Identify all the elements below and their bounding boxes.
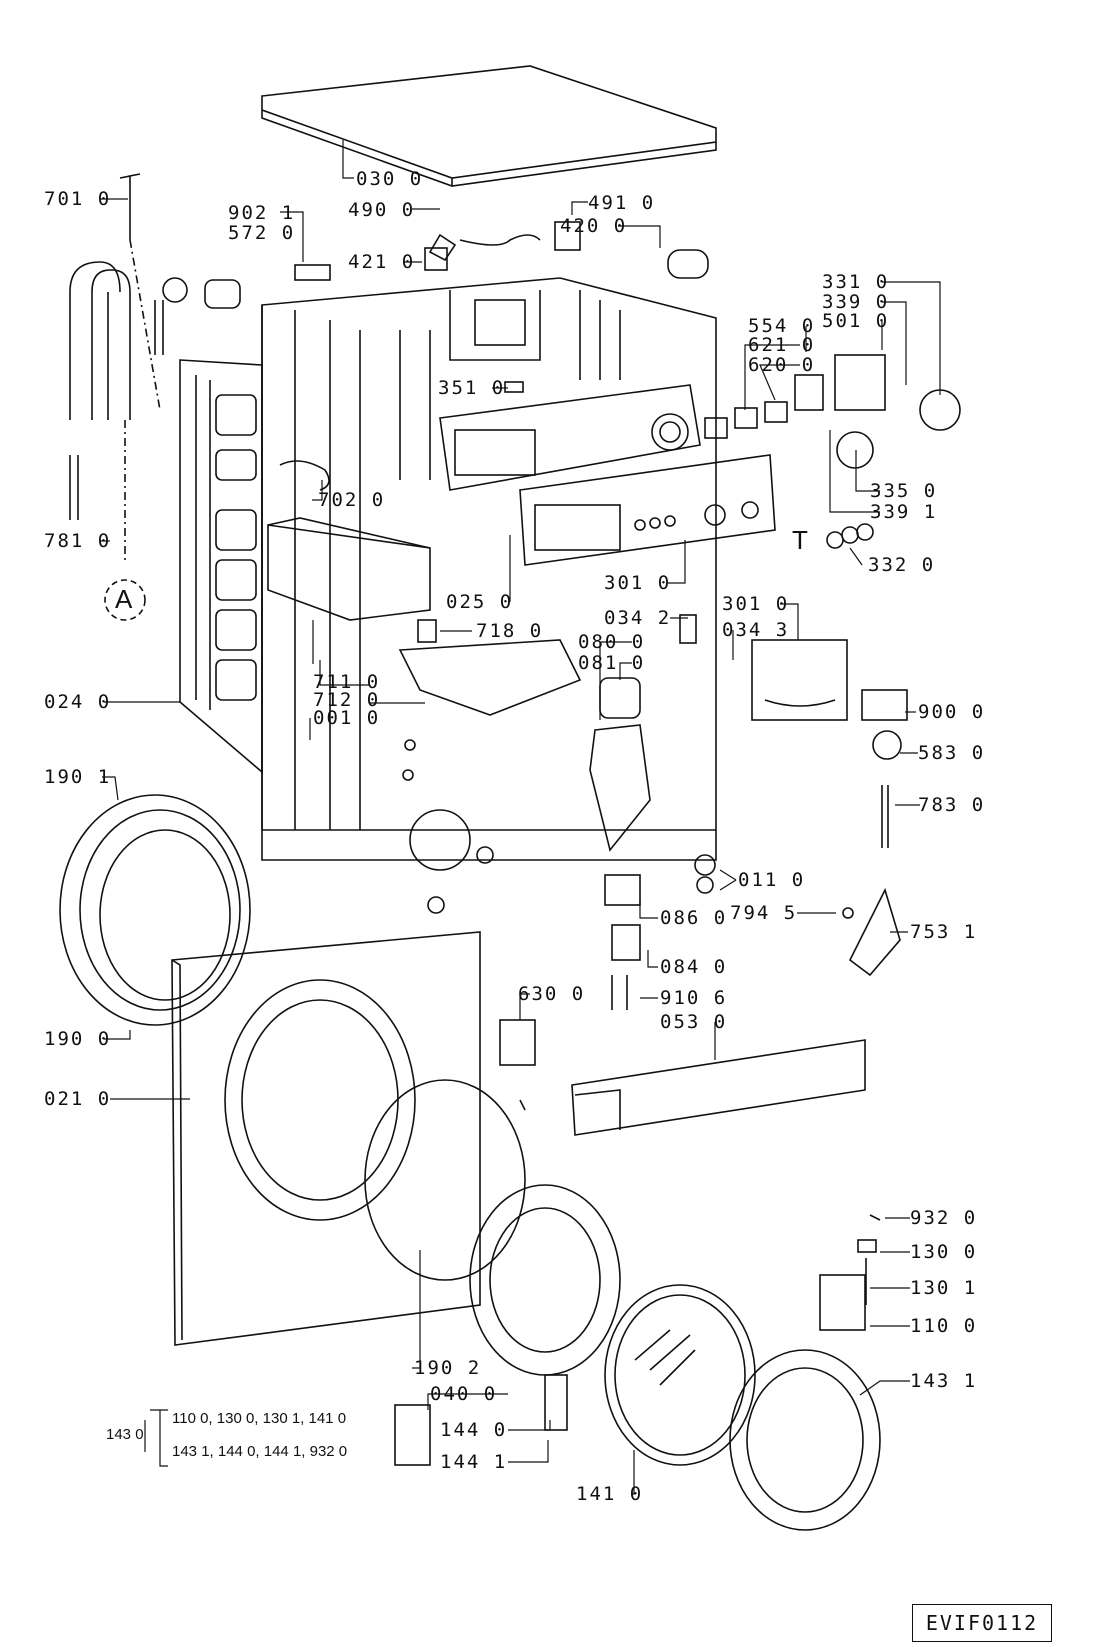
side-panel-part [179, 359, 263, 774]
part-label: 034 2 [604, 607, 672, 629]
part-label: 024 0 [44, 691, 112, 713]
kit-note-id: 143 0 [106, 1426, 144, 1443]
part-label: 783 0 [918, 794, 986, 816]
part-label: 080 0 [578, 631, 646, 653]
part-label: 040 0 [430, 1383, 498, 1405]
part-label: 021 0 [44, 1088, 112, 1110]
part-label: 932 0 [910, 1207, 978, 1229]
part-label: 011 0 [738, 869, 806, 891]
part-label: 620 0 [748, 354, 816, 376]
kit-note-line1: 110 0, 130 0, 130 1, 141 0 [172, 1410, 347, 1427]
part-label: 332 0 [868, 554, 936, 576]
part-label: 339 1 [870, 501, 938, 523]
part-label: 144 0 [440, 1419, 508, 1441]
part-label: 621 0 [748, 334, 816, 356]
part-label: 110 0 [910, 1315, 978, 1337]
part-label: 301 0 [722, 593, 790, 615]
kit-note-line2: 143 1, 144 0, 144 1, 932 0 [172, 1443, 348, 1460]
part-label: 490 0 [348, 199, 416, 221]
part-label: 583 0 [918, 742, 986, 764]
part-label: 081 0 [578, 652, 646, 674]
part-label: 339 0 [822, 291, 890, 313]
part-label: 910 6 [660, 987, 728, 1009]
part-label: 491 0 [588, 192, 656, 214]
part-label: 084 0 [660, 956, 728, 978]
part-label: 141 0 [576, 1483, 644, 1505]
part-label: 301 0 [604, 572, 672, 594]
part-label: 190 1 [44, 766, 112, 788]
callout-marker-t: T [792, 525, 808, 555]
part-label: 630 0 [518, 983, 586, 1005]
detergent-drawer-part [267, 517, 582, 716]
part-label: 025 0 [446, 591, 514, 613]
front-cabinet-panel-part [171, 931, 526, 1346]
part-label: 421 0 [348, 251, 416, 273]
part-label: 572 0 [228, 222, 296, 244]
part-label: 900 0 [918, 701, 986, 723]
top-lid-part [261, 65, 717, 187]
reference-code-box: EVIF0112 [912, 1604, 1052, 1642]
part-label: 034 3 [722, 619, 790, 641]
part-label: 718 0 [476, 620, 544, 642]
part-label: 086 0 [660, 907, 728, 929]
part-label: 144 1 [440, 1451, 508, 1473]
door-frame-part [729, 1349, 881, 1531]
part-label: 190 0 [44, 1028, 112, 1050]
part-label: 554 0 [748, 315, 816, 337]
door-seal-part [59, 794, 251, 1026]
part-label: 053 0 [660, 1011, 728, 1033]
front-panel-part [519, 454, 776, 566]
part-label: 143 1 [910, 1370, 978, 1392]
part-label: 030 0 [356, 168, 424, 190]
part-label: 711 0 [313, 671, 381, 693]
part-label: 501 0 [822, 310, 890, 332]
leader-lines [100, 140, 941, 1495]
part-label: 902 1 [228, 202, 296, 224]
callout-marker-a: A [115, 584, 133, 614]
inlet-hose-part [69, 173, 161, 621]
part-label: 701 0 [44, 188, 112, 210]
part-label: 702 0 [318, 489, 386, 511]
part-label: 130 0 [910, 1241, 978, 1263]
part-label: 331 0 [822, 271, 890, 293]
part-label: 794 5 [730, 902, 798, 924]
part-label: 001 0 [313, 707, 381, 729]
part-label: 753 1 [910, 921, 978, 943]
door-ring-part [469, 1099, 621, 1376]
part-label: 335 0 [870, 480, 938, 502]
part-label: 130 1 [910, 1277, 978, 1299]
small-parts [154, 221, 961, 1466]
control-panel-part [439, 384, 701, 491]
kickplate-part [571, 1039, 866, 1136]
door-glass-part [604, 1284, 756, 1466]
part-label: 351 0 [438, 377, 506, 399]
part-label: 781 0 [44, 530, 112, 552]
part-label: 190 2 [414, 1357, 482, 1379]
part-label: 712 0 [313, 689, 381, 711]
part-label: 420 0 [560, 215, 628, 237]
